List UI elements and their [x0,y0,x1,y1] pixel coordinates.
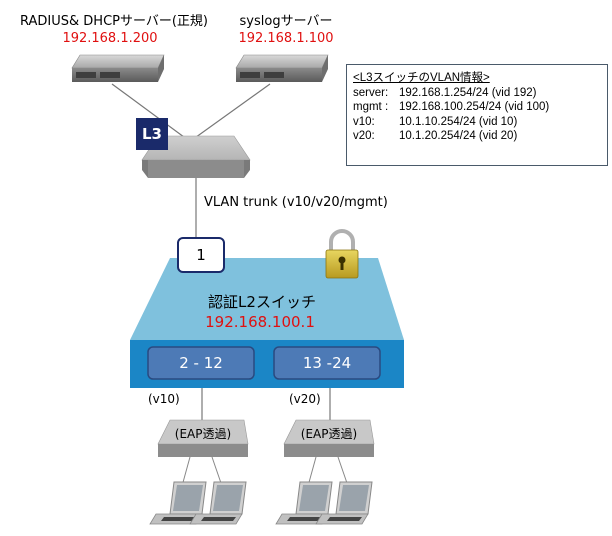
hub2-label: (EAP透過) [300,427,358,441]
radius-server-name: RADIUS& DHCPサーバー(正規) [20,14,208,29]
vlan-info-value: 192.168.100.254/24 (vid 100) [399,101,550,113]
uplink-port-1 [177,237,225,273]
link-syslog-l3 [191,83,271,141]
hub1-label: (EAP透過) [174,427,232,441]
vlan-info-key: mgmt : [353,101,389,113]
vlan-label-v10: (v10) [148,392,180,406]
port-group-13-24 [273,346,381,380]
vlan-info-box: <L3スイッチのVLAN情報> server: 192.168.1.254/24… [346,64,608,166]
vlan-info-title: <L3スイッチのVLAN情報> [353,72,490,84]
laptop-icon [315,481,373,525]
vlan-info-row: v10: 10.1.10.254/24 (vid 10) [353,115,607,130]
uplink-port-label: 1 [196,246,206,264]
l2-switch-icon [130,258,404,388]
vlan-info-value: 10.1.10.254/24 (vid 10) [399,115,518,128]
port-group-2-12 [147,346,255,380]
vlan-info-row: mgmt : 192.168.100.254/24 (vid 100) [353,100,607,115]
syslog-server-icon [235,54,329,82]
vlan-label-v20: (v20) [289,392,321,406]
laptop-icon [275,481,333,525]
laptop-icon [149,481,207,525]
link-radius-l3 [111,83,189,141]
laptop-icon [189,481,247,525]
vlan-info-value: 192.168.1.254/24 (vid 192) [399,86,537,99]
port-group-label: 13 -24 [302,354,352,372]
hub2-icon [283,419,375,457]
l3-switch-icon [141,135,251,178]
syslog-server-name: syslogサーバー [239,14,333,29]
port-group-label: 2 - 12 [179,354,223,372]
radius-server-ip: 192.168.1.200 [62,31,158,46]
radius-dhcp-server-icon [71,54,165,82]
syslog-server-ip: 192.168.1.100 [238,31,334,46]
l3-badge-label: L3 [142,125,162,143]
l2-switch-name: 認証L2スイッチ [208,293,316,311]
lock-icon [325,229,359,279]
vlan-info-row: server: 192.168.1.254/24 (vid 192) [353,86,607,101]
vlan-info-key: v20: [353,130,375,142]
l3-badge-box [136,118,168,150]
vlan-info-value: 10.1.20.254/24 (vid 20) [399,130,518,142]
hub1-icon [157,419,249,457]
vlan-info-key: v10: [353,115,375,128]
vlan-info-row: v20: 10.1.20.254/24 (vid 20) [353,129,607,144]
l2-switch-ip: 192.168.100.1 [205,313,315,331]
trunk-label: VLAN trunk (v10/v20/mgmt) [204,195,388,210]
vlan-info-key: server: [353,86,389,99]
